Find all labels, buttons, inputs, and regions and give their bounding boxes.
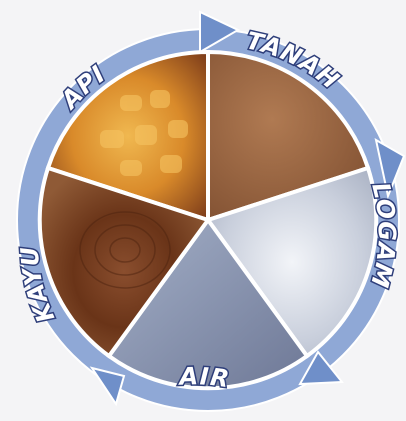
label-air: AIR xyxy=(177,362,232,393)
element-wedges xyxy=(40,52,377,388)
